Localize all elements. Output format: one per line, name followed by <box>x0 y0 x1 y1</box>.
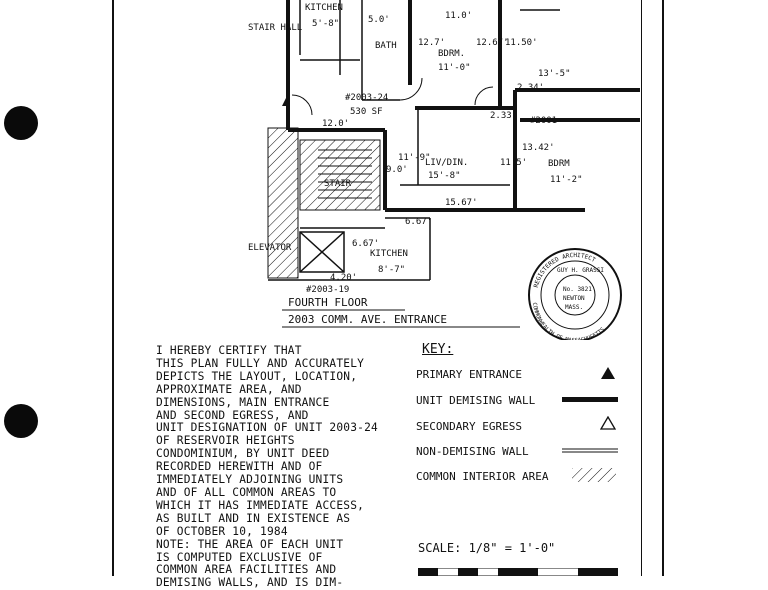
room-dimension: 11'-2" <box>550 175 583 185</box>
unit-id: #2003-24 <box>345 93 388 103</box>
room-label: LIV/DIN. <box>425 158 468 168</box>
certification-line: DIMENSIONS, MAIN ENTRANCE <box>156 395 330 409</box>
punch-hole-top <box>4 106 38 140</box>
door-swings <box>291 77 494 116</box>
certification-line: IMMEDIATELY ADJOINING UNITS <box>156 473 344 487</box>
page-left-edge <box>112 0 114 576</box>
entrance-title: 2003 COMM. AVE. ENTRANCE <box>288 313 447 326</box>
certification-line: UNIT DESIGNATION OF UNIT 2003-24 <box>156 421 378 435</box>
outline-triangle-icon <box>600 416 616 430</box>
certification-line: CONDOMINIUM, BY UNIT DEED <box>156 447 330 461</box>
common-area-hatch-left <box>267 127 299 279</box>
elevator-shaft <box>299 231 345 273</box>
key-common-interior-area: COMMON INTERIOR AREA <box>416 470 549 483</box>
certification-line: APPROXIMATE AREA, AND <box>156 382 302 396</box>
demising-walls <box>286 0 640 212</box>
architect-stamp: REGISTERED ARCHITECT COMMONWEALTH OF MAS… <box>528 248 622 340</box>
certification-line: IS COMPUTED EXCLUSIVE OF <box>156 550 323 564</box>
dimension: 11.0' <box>445 11 472 21</box>
thick-line-icon <box>562 397 618 402</box>
stamp-city: NEWTON <box>563 295 585 302</box>
certification-line: RECORDED HEREWITH AND OF <box>156 460 323 474</box>
unit-id: #2001- <box>530 116 563 126</box>
room-label: BATH <box>375 41 397 51</box>
scale-bar <box>418 568 618 576</box>
dimension: 13'-5" <box>538 69 571 79</box>
filled-triangle-icon <box>601 367 615 379</box>
scale-label: SCALE: 1/8" = 1'-0" <box>418 541 556 555</box>
certification-line: DEMISING WALLS, AND IS DIM- <box>156 576 344 590</box>
punch-hole-bottom <box>4 404 38 438</box>
stamp-name: GUY H. GRASSI <box>557 267 604 274</box>
dimension: 15.67' <box>445 198 478 208</box>
dimension: 11.50' <box>505 38 538 48</box>
room-dimension: 8'-7" <box>378 265 405 275</box>
key-non-demising-wall: NON-DEMISING WALL <box>416 445 529 458</box>
room-label: KITCHEN <box>370 249 408 259</box>
dimension: 12.67' <box>476 38 509 48</box>
certification-line: DEPICTS THE LAYOUT, LOCATION, <box>156 369 358 383</box>
certification-line: AND OF ALL COMMON AREAS TO <box>156 485 337 499</box>
non-demising-walls <box>268 0 560 281</box>
certification-line: NOTE: THE AREA OF EACH UNIT <box>156 537 344 551</box>
elevator-label: ELEVATOR <box>248 243 292 253</box>
stamp-state: MASS. <box>565 304 583 311</box>
stair-label: STAIR <box>324 179 352 189</box>
stair-hall-label: STAIR HALL <box>248 23 302 33</box>
page-right-edge <box>662 0 664 576</box>
key-title: KEY: <box>422 342 454 357</box>
certification-line: OF RESERVOIR HEIGHTS <box>156 434 295 448</box>
room-label: BDRM <box>548 159 570 169</box>
page-right-edge-inner <box>641 0 642 576</box>
double-line-icon <box>562 448 618 453</box>
key-primary-entrance: PRIMARY ENTRANCE <box>416 368 522 381</box>
stamp-number: No. 3821 <box>563 286 592 293</box>
certification-line: OF OCTOBER 10, 1984 <box>156 524 288 538</box>
dimension: 4.20' <box>330 273 357 283</box>
dimension: 13.42' <box>522 143 555 153</box>
dimension: 12.7' <box>418 38 445 48</box>
certification-line: THIS PLAN FULLY AND ACCURATELY <box>156 356 365 370</box>
certification-line: I HEREBY CERTIFY THAT <box>156 344 302 357</box>
dimension: 2.34' <box>517 83 544 93</box>
dimension: 11'-9" <box>398 153 431 163</box>
room-dimension: 15'-8" <box>428 171 461 181</box>
room-dimension: 5'-8" <box>312 19 339 29</box>
room-label: KITCHEN <box>305 3 343 13</box>
unit-area: 530 SF <box>350 107 383 117</box>
room-dimension: 11'-0" <box>438 63 471 73</box>
dimension: 2.33' <box>490 111 517 121</box>
floor-title: FOURTH FLOOR <box>288 296 368 309</box>
floor-title-lines <box>282 309 520 328</box>
hatch-pattern-icon <box>572 468 616 482</box>
dimension: 9.0' <box>386 165 408 175</box>
certification-line: AS BUILT AND IN EXISTENCE AS <box>156 511 351 525</box>
certification-line: COMMON AREA FACILITIES AND <box>156 563 337 577</box>
dimension: 6.67' <box>405 217 432 227</box>
certification-line: WHICH IT HAS IMMEDIATE ACCESS, <box>156 498 365 512</box>
unit-id: #2003-19 <box>306 285 349 295</box>
key-unit-demising-wall: UNIT DEMISING WALL <box>416 394 536 407</box>
primary-entrance-marker <box>282 98 290 106</box>
dimension: 5.0' <box>368 15 390 25</box>
dimension: 6.67' <box>352 239 379 249</box>
dimension: 11.5' <box>500 158 527 168</box>
key-secondary-egress: SECONDARY EGRESS <box>416 420 522 433</box>
certification-line: AND SECOND EGRESS, AND <box>156 408 309 422</box>
floor-plan: KITCHEN 5'-8" STAIR HALL 5.0' 11.0' BATH… <box>248 0 640 340</box>
stair-treads <box>318 149 372 199</box>
room-label: BDRM. <box>438 49 465 59</box>
dimension: 12.0' <box>322 119 349 129</box>
